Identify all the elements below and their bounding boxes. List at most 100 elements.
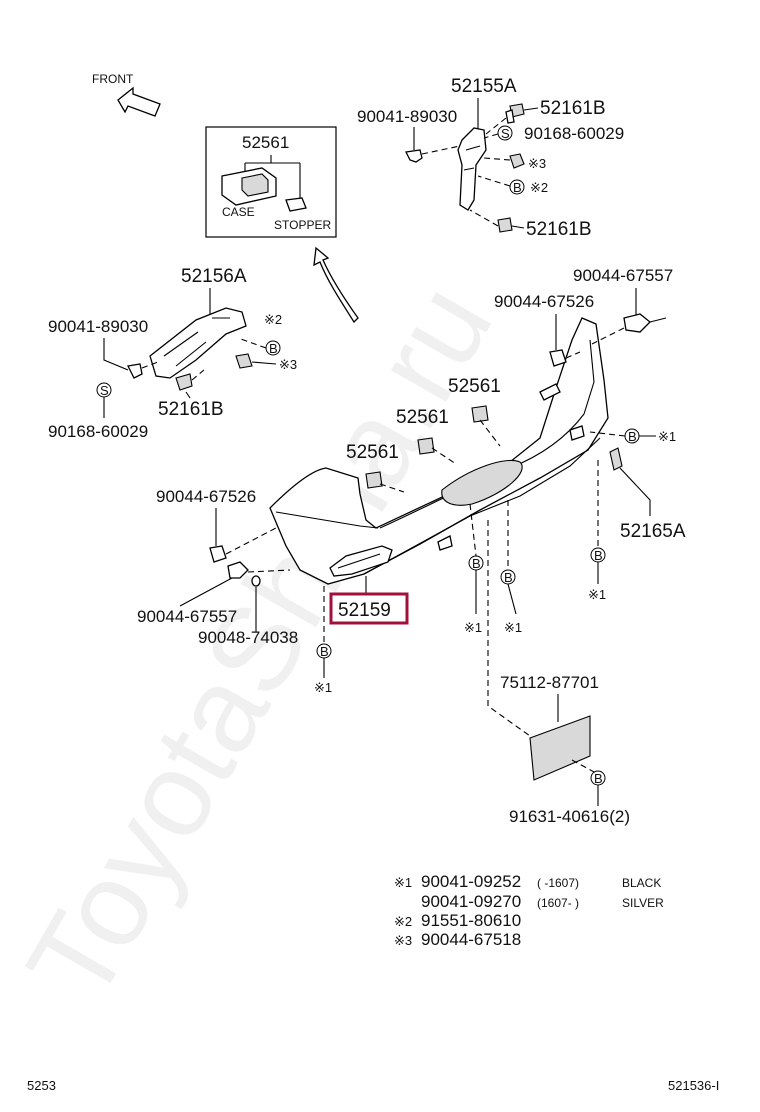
- left-fasteners: 90044-67526 90044-67557 90048-74038 B ※1: [137, 487, 332, 695]
- reflector-housing: [329, 545, 393, 577]
- center-fasteners: B ※1 B ※1: [464, 500, 522, 635]
- clip-52161b-left-icon: [175, 373, 193, 391]
- legend-mark: ※1: [394, 875, 412, 890]
- clip-inset-box: 52561 CASE STOPPER: [205, 126, 337, 238]
- bolt-90041-89030-left-icon: [127, 363, 143, 379]
- svg-text:B: B: [472, 556, 481, 571]
- legend-range: (1607- ): [537, 896, 579, 910]
- case-label: CASE: [222, 205, 255, 219]
- part-52161b-mid-label: 52161B: [526, 219, 592, 240]
- bumper-recess: [441, 459, 523, 506]
- clip-90044-67526-right-icon: [549, 349, 567, 367]
- legend-row: ※1 90041-09252 ( -1607) BLACK: [394, 872, 661, 891]
- legend-part: 91551-80610: [421, 911, 521, 930]
- legend-part: 90041-09252: [421, 872, 521, 891]
- legend-note: SILVER: [622, 896, 664, 910]
- legend-row: 90041-09270 (1607- ) SILVER: [421, 892, 664, 911]
- right-fasteners: 90044-67557 90044-67526 B ※1 52165A B ※1: [494, 266, 686, 602]
- clip-52161b-top-icon: [505, 103, 525, 124]
- svg-text:B: B: [269, 341, 278, 356]
- ref-x1-center-b: ※1: [504, 620, 522, 635]
- svg-text:B: B: [594, 548, 603, 563]
- part-90044-67526-right-label: 90044-67526: [494, 292, 594, 311]
- part-90168-60029-left-label: 90168-60029: [48, 422, 148, 441]
- legend-row: ※3 90044-67518: [394, 930, 521, 949]
- clip-52561-a-icon: [471, 405, 489, 423]
- ref-x1-right-lower: ※1: [588, 587, 606, 602]
- clips-52561-group: 52561 52561 52561: [346, 376, 501, 493]
- footer-left-code: 5253: [27, 1078, 56, 1093]
- svg-text:S: S: [501, 126, 510, 141]
- part-90044-67557-left-label: 90044-67557: [137, 607, 237, 626]
- part-75112-87701-label: 75112-87701: [500, 673, 599, 692]
- clip-52561-c-icon: [365, 471, 383, 489]
- part-52165a-icon: [609, 447, 623, 471]
- bolt-90041-89030-top-icon: [405, 149, 423, 163]
- bracket-52156a-assembly: 52156A 90041-89030 S 90168-60029 52161B …: [48, 266, 297, 441]
- part-91631-40616-label: 91631-40616(2): [509, 807, 630, 826]
- clip-90044-67557-right-icon: [623, 313, 651, 333]
- clip-90044-67557-left-icon: [227, 561, 249, 579]
- legend-part: 90041-09270: [421, 892, 521, 911]
- part-52561-b-label: 52561: [396, 407, 449, 428]
- part-52156a-label: 52156A: [181, 266, 247, 287]
- ref-x1-left-lower: ※1: [314, 680, 332, 695]
- bracket-52156a-shape: [149, 307, 247, 379]
- svg-text:S: S: [100, 383, 109, 398]
- footer-right-code: 521536-I: [668, 1078, 719, 1093]
- clip-52161b-mid-icon: [497, 217, 513, 233]
- bracket-52155a-shape: [457, 127, 487, 211]
- legend-part: 90044-67518: [421, 930, 521, 949]
- clip-90044-67526-left-icon: [209, 545, 227, 563]
- svg-text:B: B: [320, 644, 329, 659]
- legend-range: ( -1607): [537, 876, 579, 890]
- front-label: FRONT: [92, 72, 134, 86]
- rear-bumper-cover: [269, 317, 609, 585]
- stopper-icon: [285, 197, 307, 212]
- svg-text:B: B: [513, 180, 522, 195]
- part-90168-60029-top-label: 90168-60029: [524, 124, 624, 143]
- inset-pointer-arrow: [313, 246, 359, 324]
- ref-x2-left: ※2: [264, 312, 282, 327]
- part-90048-74038-label: 90048-74038: [198, 628, 298, 647]
- inset-part-number: 52561: [242, 133, 289, 152]
- part-90044-67526-left-label: 90044-67526: [156, 487, 256, 506]
- ref-x3-top: ※3: [528, 156, 546, 171]
- s-symbol-top: [497, 125, 513, 141]
- ref-x1-center-a: ※1: [464, 620, 482, 635]
- legend-mark: ※3: [394, 933, 412, 948]
- part-52561-c-label: 52561: [346, 442, 399, 463]
- stopper-label: STOPPER: [274, 218, 331, 232]
- part-90041-89030-top-label: 90041-89030: [357, 107, 457, 126]
- part-52161b-left-label: 52161B: [158, 399, 224, 420]
- part-90044-67557-right-label: 90044-67557: [573, 266, 673, 285]
- plate-75112-icon: [529, 715, 591, 781]
- part-52159-label: 52159: [338, 600, 391, 621]
- svg-text:B: B: [504, 570, 513, 585]
- case-icon: [221, 167, 277, 206]
- part-52165a-label: 52165A: [620, 521, 686, 542]
- legend-mark: ※2: [394, 914, 412, 929]
- ref-x3-left: ※3: [279, 357, 297, 372]
- front-direction-indicator: FRONT: [92, 72, 161, 117]
- part-52561-a-label: 52561: [448, 376, 501, 397]
- legend-note: BLACK: [622, 876, 661, 890]
- part-90041-89030-left-label: 90041-89030: [48, 317, 148, 336]
- part-52155a-label: 52155A: [451, 76, 517, 97]
- legend: ※1 90041-09252 ( -1607) BLACK 90041-0927…: [394, 872, 664, 949]
- legend-row: ※2 91551-80610: [394, 911, 521, 930]
- ref-x1-right: ※1: [658, 429, 676, 444]
- bracket-52155a-assembly: 52155A 52161B 90041-89030 S 90168-60029 …: [357, 76, 624, 240]
- front-arrow-icon: [117, 86, 161, 117]
- ref-x2-top: ※2: [530, 180, 548, 195]
- nut-x3-icon: [509, 153, 525, 169]
- nut-x3-left-icon: [235, 353, 253, 369]
- svg-text:B: B: [594, 771, 603, 786]
- highlight-box: [329, 592, 409, 625]
- b-symbol-top: [509, 179, 525, 195]
- grommet-90048-74038-icon: [251, 575, 261, 587]
- clip-52561-b-icon: [417, 437, 435, 455]
- part-52161b-top-label: 52161B: [540, 98, 606, 119]
- plate-75112-assembly: 75112-87701 B 91631-40616(2): [487, 520, 630, 826]
